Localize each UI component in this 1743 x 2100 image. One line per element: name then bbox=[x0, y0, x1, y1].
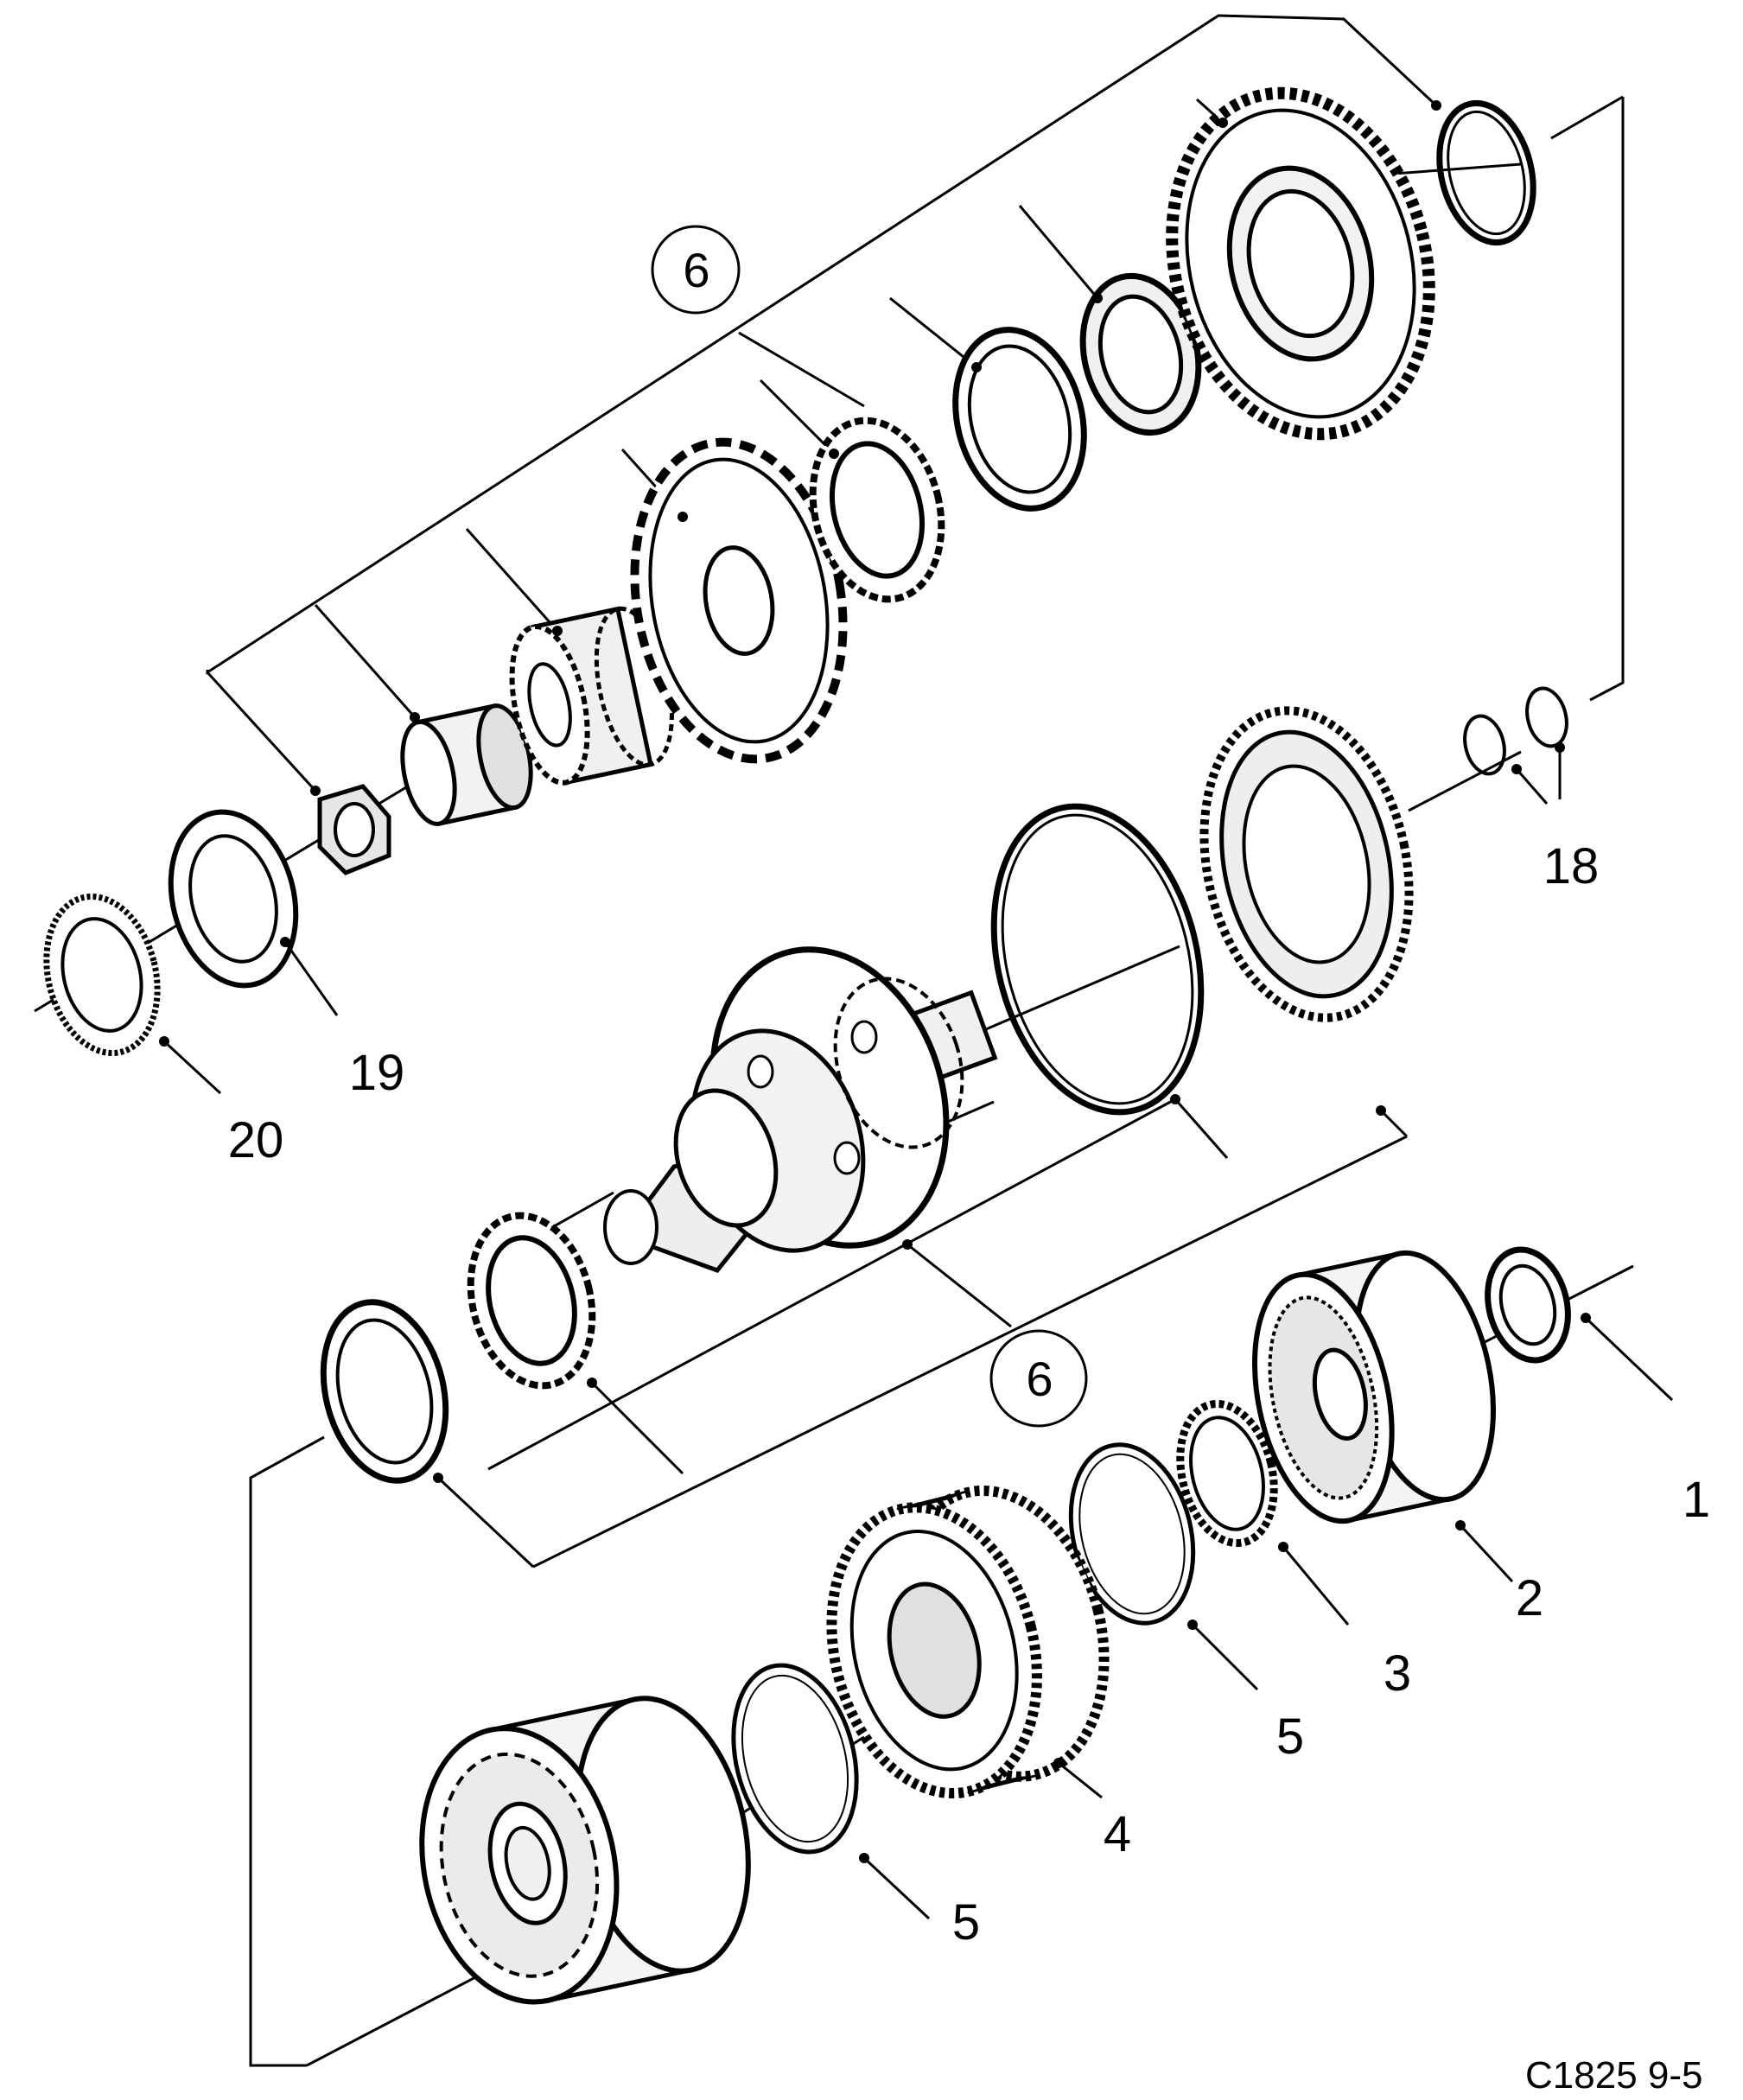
part-bearing-race bbox=[952, 327, 1087, 512]
callout-6-middle: 6 bbox=[1026, 1352, 1053, 1406]
callout-20: 20 bbox=[227, 1112, 284, 1168]
part-small-gear bbox=[509, 606, 674, 786]
part-planetary-carrier bbox=[603, 946, 998, 1273]
callout-5-upper: 5 bbox=[1275, 1709, 1305, 1765]
part-shim-washer-lower bbox=[731, 1663, 859, 1855]
part-lower-bearing bbox=[467, 1212, 596, 1390]
part-shim-washer-upper bbox=[1068, 1442, 1196, 1626]
part-lower-race bbox=[320, 1299, 449, 1484]
part-large-gear bbox=[1166, 86, 1435, 441]
callout-6-top: 6 bbox=[683, 243, 710, 297]
callout-5-lower: 5 bbox=[951, 1894, 981, 1950]
part-roller-bearing bbox=[1079, 272, 1202, 436]
part-large-snap-ring bbox=[990, 803, 1205, 1116]
part-toothed-disc bbox=[630, 437, 848, 764]
callout-2: 2 bbox=[1515, 1570, 1544, 1626]
part-upper-bearing bbox=[809, 417, 945, 603]
part-small-ring-a bbox=[1463, 714, 1506, 776]
ref-circle-6-top bbox=[651, 225, 741, 315]
part-thrust-washer bbox=[168, 809, 299, 989]
callout-19: 19 bbox=[348, 1045, 405, 1101]
part-toothed-washer bbox=[43, 893, 161, 1057]
lower-left-bracket bbox=[249, 1435, 498, 2067]
part-seal bbox=[1485, 1246, 1571, 1364]
callout-1: 1 bbox=[1682, 1472, 1711, 1528]
middle-group-bracket bbox=[436, 1098, 1409, 1569]
part-ring-gear bbox=[1199, 706, 1414, 1022]
upper-group-bracket bbox=[206, 14, 1625, 792]
part-small-ring-b bbox=[1525, 686, 1568, 748]
figure-code: C1825 9-5 bbox=[1525, 2054, 1703, 2097]
leader-lines bbox=[162, 331, 1674, 1920]
ref-circle-6-middle bbox=[989, 1329, 1088, 1428]
part-drum bbox=[1251, 1250, 1497, 1524]
part-hex-nut bbox=[317, 784, 391, 875]
part-snap-ring-top bbox=[1436, 99, 1536, 246]
part-sun-gear bbox=[826, 1485, 1110, 1799]
part-friction-ring bbox=[1176, 1399, 1278, 1548]
part-bushing bbox=[400, 703, 533, 827]
part-clutch-housing bbox=[419, 1696, 751, 2005]
callout-4: 4 bbox=[1103, 1806, 1132, 1862]
callout-18: 18 bbox=[1543, 838, 1600, 894]
callout-3: 3 bbox=[1383, 1645, 1412, 1702]
leader-dots bbox=[159, 100, 1591, 1863]
